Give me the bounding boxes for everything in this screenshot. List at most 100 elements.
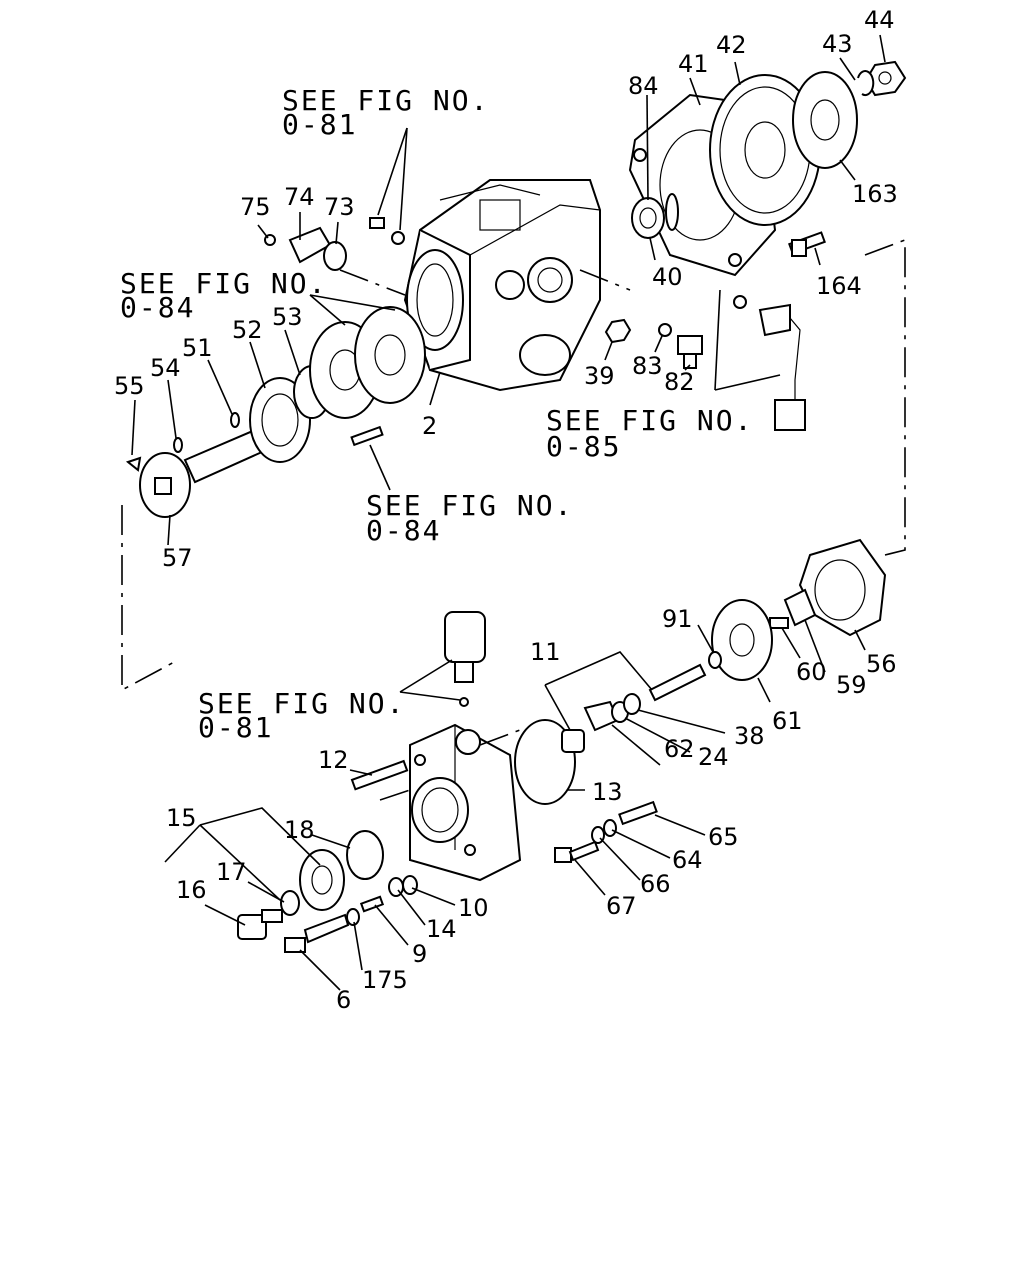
spring-60 — [769, 617, 789, 629]
callout-43: 43 — [822, 30, 853, 58]
gasket-13 — [514, 719, 576, 805]
callout-53: 53 — [272, 303, 303, 331]
spring-9 — [359, 895, 385, 913]
plates-53-pair — [309, 306, 426, 419]
callout-55: 55 — [114, 372, 145, 400]
spring-65 — [618, 800, 658, 826]
callout-39: 39 — [584, 362, 615, 390]
callout-52: 52 — [232, 316, 263, 344]
key-51 — [230, 412, 240, 428]
callout-66: 66 — [640, 870, 671, 898]
bolt-164 — [788, 231, 826, 257]
callout-54: 54 — [150, 354, 181, 382]
callout-2: 2 — [422, 412, 437, 440]
callout-24: 24 — [698, 743, 729, 771]
callout-numbers: 44 43 42 41 84 163 164 40 75 74 73 53 52… — [114, 6, 898, 1014]
callout-57: 57 — [162, 544, 193, 572]
screw-67 — [554, 840, 600, 863]
key-84 — [665, 193, 679, 231]
gear-hub — [792, 71, 858, 169]
bolt-16 — [237, 909, 283, 940]
callout-64: 64 — [672, 846, 703, 874]
washer-64 — [603, 819, 617, 837]
key-54 — [173, 437, 183, 453]
callout-83: 83 — [632, 352, 663, 380]
ref-fig-0-81-bottom-line1: SEE FIG NO. — [198, 687, 405, 720]
callout-17: 17 — [216, 858, 247, 886]
plug-82 — [677, 335, 703, 369]
part-drawings — [125, 60, 907, 953]
washer-top — [391, 231, 405, 245]
callout-10: 10 — [458, 894, 489, 922]
callout-12: 12 — [318, 746, 349, 774]
governor-weight-holder-56 — [798, 538, 887, 637]
callout-9: 9 — [412, 940, 427, 968]
solenoid-valve — [444, 611, 486, 707]
weight-59 — [783, 588, 817, 627]
ref-fig-0-85-line1: SEE FIG NO. — [546, 404, 753, 437]
washer-17 — [280, 890, 300, 916]
washer-175 — [346, 908, 360, 926]
callout-41: 41 — [678, 50, 709, 78]
screw-top — [369, 217, 385, 229]
callout-65: 65 — [708, 823, 739, 851]
key-55 — [125, 456, 142, 472]
callout-62: 62 — [664, 735, 695, 763]
callout-164: 164 — [816, 272, 862, 300]
bolt-12 — [350, 759, 409, 791]
ref-fig-0-81-top-line2: 0-81 — [282, 108, 357, 141]
callout-6: 6 — [336, 986, 351, 1014]
callout-51: 51 — [182, 334, 213, 362]
callout-14: 14 — [426, 915, 457, 943]
coupling-57 — [139, 452, 191, 518]
callout-59: 59 — [836, 671, 867, 699]
delivery-valve-holder-15 — [299, 849, 345, 911]
ref-fig-0-84-mid-line1: SEE FIG NO. — [366, 489, 573, 522]
callout-40: 40 — [652, 263, 683, 291]
plate-61 — [711, 599, 773, 681]
bolt-6 — [284, 913, 350, 953]
callout-73: 73 — [324, 193, 355, 221]
callout-56: 56 — [866, 650, 897, 678]
callout-74: 74 — [284, 183, 315, 211]
callout-44: 44 — [864, 6, 895, 34]
washer-38 — [623, 693, 641, 715]
callout-60: 60 — [796, 658, 827, 686]
callout-61: 61 — [772, 707, 803, 735]
callout-11: 11 — [530, 638, 561, 666]
shaft-11 — [648, 663, 707, 702]
o-ring-73 — [323, 241, 347, 271]
sensor-connector — [733, 295, 806, 431]
callout-13: 13 — [592, 778, 623, 806]
ref-fig-0-81-bottom-line2: 0-81 — [198, 711, 273, 744]
ref-fig-0-81-top-line1: SEE FIG NO. — [282, 84, 489, 117]
callout-82: 82 — [664, 368, 695, 396]
callout-18: 18 — [284, 816, 315, 844]
sleeve-11 — [561, 729, 585, 753]
ref-fig-0-84-mid-line2: 0-84 — [366, 514, 441, 547]
o-ring-18 — [346, 830, 384, 880]
callout-163: 163 — [852, 180, 898, 208]
callout-15: 15 — [166, 804, 197, 832]
ref-fig-0-85-line2: 0-85 — [546, 430, 621, 463]
callout-175: 175 — [362, 966, 408, 994]
washer-91 — [708, 651, 722, 669]
callout-38: 38 — [734, 722, 765, 750]
hydraulic-head — [409, 723, 522, 882]
nut-39 — [604, 318, 632, 344]
bearing-40 — [631, 197, 665, 239]
callout-67: 67 — [606, 892, 637, 920]
callout-16: 16 — [176, 876, 207, 904]
callout-75: 75 — [240, 193, 271, 221]
reference-notes: SEE FIG NO. 0-81 SEE FIG NO. 0-84 SEE FI… — [120, 84, 753, 744]
lock-washer-43 — [857, 70, 875, 97]
washer-10 — [402, 875, 418, 895]
callout-42: 42 — [716, 31, 747, 59]
callout-91: 91 — [662, 605, 693, 633]
screw-0-84 — [350, 425, 384, 447]
callout-84: 84 — [628, 72, 659, 100]
pump-housing — [403, 179, 601, 392]
ref-fig-0-84-left-line2: 0-84 — [120, 291, 195, 324]
leader-lines — [121, 34, 906, 991]
